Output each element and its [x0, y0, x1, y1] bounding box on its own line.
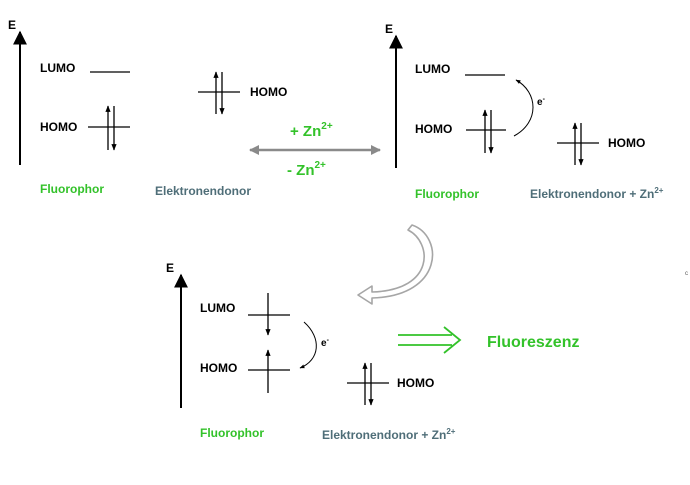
fluorescence-label: Fluoreszenz — [487, 334, 579, 351]
homo-label: HOMO — [200, 361, 237, 375]
fluorophore-label: Fluorophor — [40, 182, 104, 196]
fluorophore-label: Fluorophor — [415, 187, 479, 201]
remove-zinc-label: - Zn2+ — [287, 160, 326, 179]
lumo-label: LUMO — [200, 301, 235, 315]
donor-homo-label: HOMO — [250, 85, 287, 99]
lumo-label: LUMO — [40, 61, 75, 75]
donor-zinc-label: Elektronendonor + Zn2+ — [322, 427, 456, 442]
donor-homo-label: HOMO — [608, 136, 645, 150]
panel-fluorescence: E LUMO HOMO e- HOMO Fluorophor Elektrone… — [166, 261, 579, 442]
homo-label: HOMO — [415, 122, 452, 136]
energy-axis-label: E — [385, 22, 393, 36]
energy-axis-label: E — [166, 261, 174, 275]
electron-label: e- — [537, 96, 546, 108]
zinc-equilibrium: + Zn2+ - Zn2+ — [249, 121, 381, 179]
donor-label: Elektronendonor — [155, 184, 251, 198]
panel-free-state: E LUMO HOMO HOMO Fluorophor Elektronendo… — [8, 18, 287, 198]
lumo-label: LUMO — [415, 62, 450, 76]
electron-label: e- — [321, 337, 330, 349]
corner-mark: c — [685, 271, 688, 277]
excitation-arrow — [513, 79, 534, 137]
energy-axis-label: E — [8, 18, 16, 32]
donor-zinc-label: Elektronendonor + Zn2+ — [530, 186, 664, 201]
curved-arrow-outline — [357, 224, 434, 305]
add-zinc-label: + Zn2+ — [290, 121, 333, 140]
transition-arrow — [357, 224, 434, 305]
donor-homo-label: HOMO — [397, 376, 434, 390]
fluorescence-arrow — [398, 326, 462, 354]
electron-transfer-arrow — [299, 321, 317, 369]
fluorophore-label: Fluorophor — [200, 426, 264, 440]
panel-zinc-bound: E LUMO HOMO e- HOMO Fluorophor Elektrone… — [385, 22, 664, 201]
homo-label: HOMO — [40, 120, 77, 134]
